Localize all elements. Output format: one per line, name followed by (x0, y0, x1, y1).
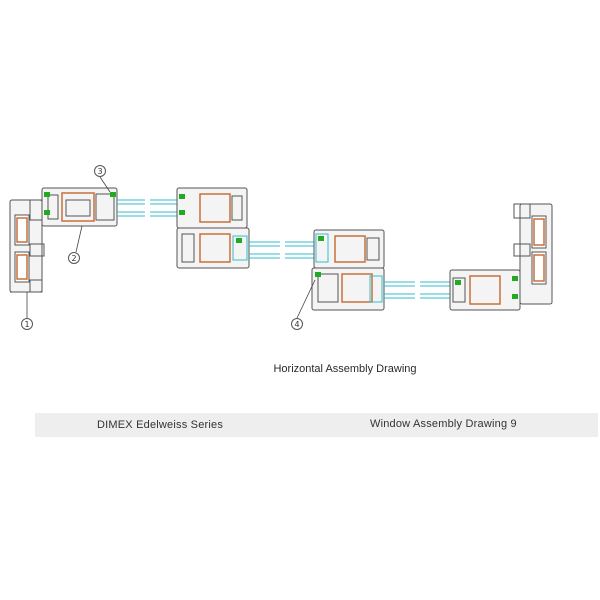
glass-unit-3 (384, 281, 450, 299)
glass-unit-1 (117, 199, 178, 217)
callout-4-circle (291, 318, 303, 330)
frame-profile-left (9, 199, 45, 293)
callout-2-circle (68, 252, 80, 264)
drawing-caption: Horizontal Assembly Drawing (273, 363, 417, 375)
series-name: DIMEX Edelweiss Series (97, 419, 224, 431)
sash-profile-5 (449, 269, 521, 311)
callout-1-circle (21, 318, 33, 330)
callout-1-label: 1 (24, 320, 29, 329)
callout-3-label: 3 (97, 167, 102, 176)
sash-profile-4 (311, 267, 385, 311)
frame-profile-right (513, 203, 553, 305)
callout-4-label: 4 (294, 320, 299, 329)
sash-profile-3 (313, 229, 385, 269)
mullion-profile (176, 227, 250, 269)
assembly-drawing: 3 2 1 4 (9, 165, 553, 330)
footer-bar: DIMEX Edelweiss Series Window Assembly D… (35, 413, 598, 437)
callout-3-circle (94, 165, 106, 177)
drawing-title: Window Assembly Drawing 9 (370, 418, 517, 430)
sash-profile-1 (41, 187, 118, 227)
callout-2-label: 2 (71, 254, 76, 263)
callout-leaders (26, 176, 316, 319)
glass-unit-2 (249, 241, 315, 259)
sash-profile-2 (176, 187, 248, 229)
